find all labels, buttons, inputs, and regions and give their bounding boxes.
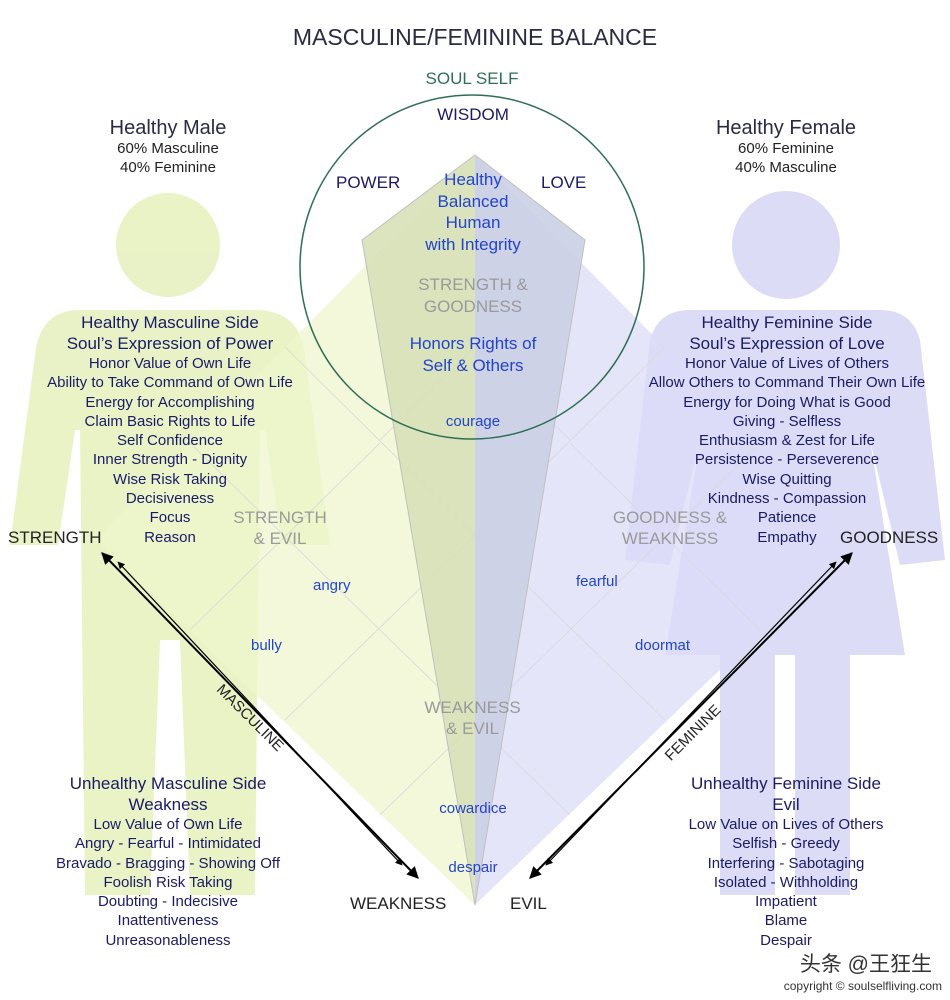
list-item: Foolish Risk Taking <box>103 873 233 891</box>
region-line: & EVIL <box>253 529 307 548</box>
center-line: with Integrity <box>425 234 521 254</box>
list-item: Low Value on Lives of Others <box>688 816 884 833</box>
healthy-female-feminine-pct: 60% Feminine <box>738 140 834 157</box>
list-item: Blame <box>764 912 808 930</box>
list-item: Kindness - Compassion <box>707 490 867 508</box>
watermark-text: 头条 @王狂生 <box>799 953 932 976</box>
weakness-evil-region-label: WEAKNESS & EVIL <box>400 697 545 739</box>
strength-goodness-region-label: STRENGTH & GOODNESS <box>373 274 573 317</box>
list-item: Self Confidence <box>117 432 223 450</box>
healthy-male-title: Healthy Male <box>109 117 227 139</box>
list-item: Patience <box>757 509 817 527</box>
region-line: & EVIL <box>446 719 499 738</box>
love-label: LOVE <box>541 173 587 192</box>
list-item: Claim Basic Rights to Life <box>84 412 256 430</box>
list-item: Enthusiasm & Zest for Life <box>699 432 875 450</box>
region-line: WEAKNESS <box>424 698 521 717</box>
region-line: GOODNESS <box>423 296 523 316</box>
trait-despair: despair <box>448 859 498 876</box>
honors-line: Honors Rights of <box>409 334 537 353</box>
list-item: Focus <box>149 509 191 527</box>
list-item: Decisiveness <box>125 490 215 508</box>
list-heading: Evil <box>772 795 800 814</box>
trait-doormat: doormat <box>635 637 691 654</box>
unhealthy-feminine-list: Unhealthy Feminine Side Evil Low Value o… <box>636 773 936 950</box>
list-item: Honor Value of Lives of Others <box>685 355 889 372</box>
healthy-feminine-list: Healthy Feminine Side Soul’s Expression … <box>622 312 950 547</box>
corner-evil: EVIL <box>510 894 547 913</box>
honors-rights-text: Honors Rights of Self & Others <box>373 333 573 376</box>
center-line: Human <box>445 213 501 232</box>
list-item: Wise Risk Taking <box>113 470 227 488</box>
healthy-female-title: Healthy Female <box>715 117 857 139</box>
soul-self-circle <box>299 94 645 440</box>
list-item: Empathy <box>757 528 817 546</box>
list-item: Inattentiveness <box>117 912 219 930</box>
list-item: Bravado - Bragging - Showing Off <box>55 854 280 872</box>
honors-line: Self & Others <box>422 355 524 375</box>
list-item: Energy for Accomplishing <box>85 393 255 411</box>
list-item: Unreasonableness <box>105 931 231 949</box>
center-line: Balanced <box>437 191 509 211</box>
list-item: Impatient <box>755 893 817 911</box>
corner-goodness: GOODNESS <box>840 528 939 547</box>
copyright-text: copyright © soulselfliving.com <box>783 979 942 993</box>
trait-courage: courage <box>445 413 501 430</box>
list-item: Inner Strength - Dignity <box>92 451 248 469</box>
page-title: MASCULINE/FEMININE BALANCE <box>292 24 658 50</box>
list-item: Low Value of Own Life <box>93 816 243 833</box>
trait-angry: angry <box>313 577 351 594</box>
wisdom-label: WISDOM <box>437 105 509 124</box>
list-item: Persistence - Perseverence <box>694 451 880 469</box>
region-line: STRENGTH <box>233 508 327 527</box>
list-item: Allow Others to Command Their Own Life <box>648 374 926 392</box>
region-line: WEAKNESS <box>621 529 719 548</box>
power-label: POWER <box>336 173 401 192</box>
list-item: Angry - Fearful - Intimidated <box>75 835 261 853</box>
list-heading: Soul’s Expression of Power <box>66 334 274 353</box>
list-item: Reason <box>144 528 196 546</box>
list-heading: Healthy Feminine Side <box>701 313 873 332</box>
list-item: Doubting - Indecisive <box>97 893 239 911</box>
list-heading: Unhealthy Masculine Side <box>69 774 267 793</box>
list-heading: Weakness <box>128 795 208 814</box>
healthy-masculine-list: Healthy Masculine Side Soul’s Expression… <box>20 312 320 547</box>
list-item: Selfish - Greedy <box>732 835 840 853</box>
healthy-balanced-text: Healthy Balanced Human with Integrity <box>373 169 573 255</box>
trait-fearful: fearful <box>576 573 618 590</box>
region-line: STRENGTH & <box>418 275 528 294</box>
corner-weakness: WEAKNESS <box>350 894 447 913</box>
list-item: Isolated - Withholding <box>713 873 859 891</box>
list-heading: Soul’s Expression of Love <box>689 334 885 353</box>
healthy-male-masculine-pct: 60% Masculine <box>117 140 219 157</box>
list-item: Ability to Take Command of Own Life <box>47 374 293 392</box>
list-heading: Unhealthy Feminine Side <box>691 774 881 793</box>
corner-strength: STRENGTH <box>8 528 102 547</box>
axis-arrows <box>101 552 853 879</box>
list-item: Despair <box>760 931 812 949</box>
unhealthy-masculine-list: Unhealthy Masculine Side Weakness Low Va… <box>18 773 318 950</box>
center-line: Healthy <box>444 170 502 189</box>
region-line: GOODNESS & <box>612 508 728 527</box>
list-item: Giving - Selfless <box>732 412 842 430</box>
healthy-female-masculine-pct: 40% Masculine <box>735 159 837 176</box>
list-item: Energy for Doing What is Good <box>683 393 891 411</box>
list-item: Honor Value of Own Life <box>88 355 252 372</box>
healthy-male-feminine-pct: 40% Feminine <box>120 159 216 176</box>
list-item: Wise Quitting <box>742 470 832 488</box>
list-heading: Healthy Masculine Side <box>81 313 259 332</box>
strength-evil-region-label: STRENGTH & EVIL <box>215 507 345 549</box>
list-item: Interfering - Sabotaging <box>707 854 865 872</box>
trait-bully: bully <box>251 637 282 654</box>
trait-cowardice: cowardice <box>439 800 507 817</box>
goodness-weakness-region-label: GOODNESS & WEAKNESS <box>600 507 740 549</box>
soul-self-label: SOUL SELF <box>425 69 519 88</box>
